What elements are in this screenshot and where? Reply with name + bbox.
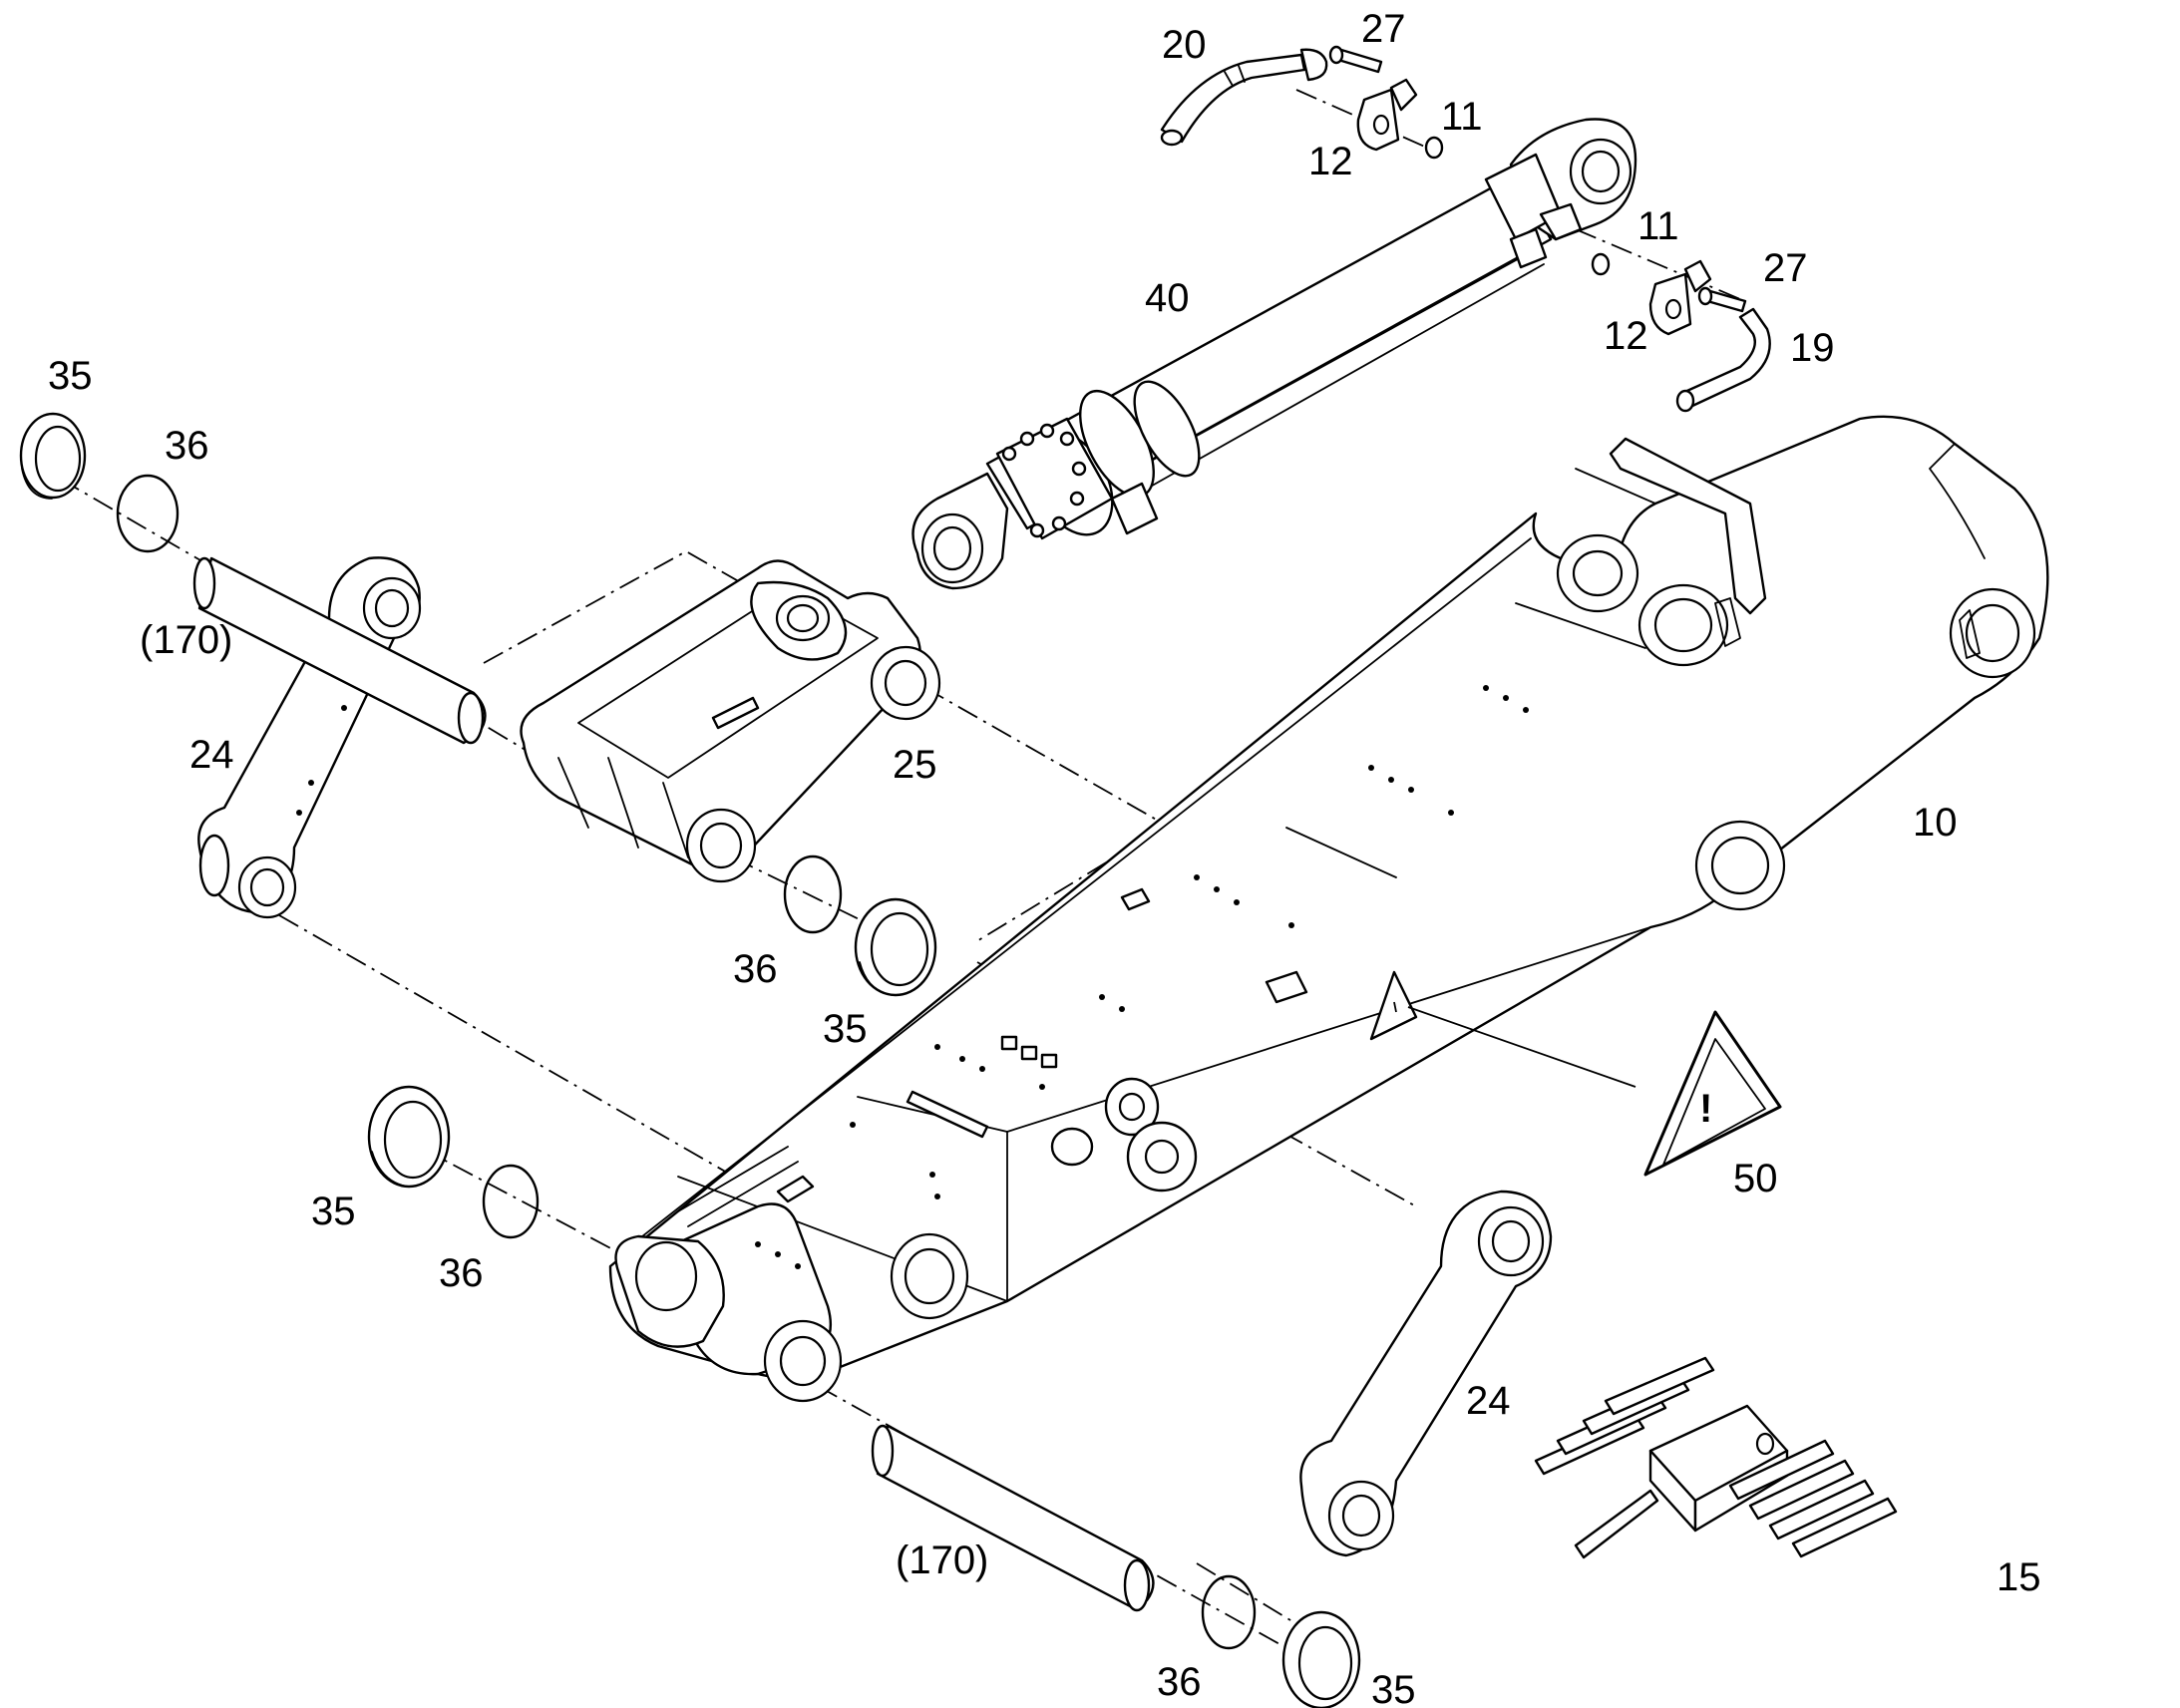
callout-27-right: 27 bbox=[1763, 246, 1808, 290]
callout-25: 25 bbox=[893, 743, 937, 787]
callout-11-top: 11 bbox=[1441, 95, 1483, 139]
link-part-24-lower bbox=[1299, 1190, 1553, 1557]
callout-35-lower-left: 35 bbox=[311, 1190, 356, 1233]
cylinder-part-40 bbox=[911, 118, 1637, 590]
callout-36-bottom: 36 bbox=[1157, 1660, 1202, 1704]
clamp-part-12-top bbox=[1356, 78, 1418, 152]
callout-12-right: 12 bbox=[1604, 314, 1648, 358]
ring-part-36-middle bbox=[783, 854, 843, 934]
warning-decal-small bbox=[1369, 970, 1636, 1088]
oring-part-11-top bbox=[1424, 136, 1444, 160]
callout-170-lower: (170) bbox=[896, 1538, 988, 1582]
callout-10: 10 bbox=[1913, 801, 1958, 845]
callout-15: 15 bbox=[1997, 1555, 2041, 1599]
coupler-part-25 bbox=[520, 559, 941, 883]
callout-40: 40 bbox=[1145, 276, 1190, 320]
seal-part-35-lower-left bbox=[367, 1085, 451, 1189]
boom-part-10 bbox=[608, 415, 2049, 1403]
callout-24-lower: 24 bbox=[1466, 1379, 1511, 1423]
callout-20: 20 bbox=[1162, 23, 1207, 67]
callout-27-top: 27 bbox=[1361, 7, 1406, 51]
bolt-part-27-top bbox=[1328, 45, 1383, 74]
clamp-part-12-right bbox=[1648, 259, 1712, 336]
callout-170-upper: (170) bbox=[140, 618, 232, 662]
callout-36-middle: 36 bbox=[733, 947, 778, 991]
seal-part-35-bottom bbox=[1281, 1610, 1361, 1708]
warning-exclamation-icon: ! bbox=[1699, 1087, 1712, 1131]
callout-50: 50 bbox=[1733, 1157, 1778, 1200]
callout-36-top-left: 36 bbox=[165, 424, 209, 468]
boom-rivet-dots bbox=[755, 685, 1529, 1269]
callout-19: 19 bbox=[1790, 326, 1835, 370]
hose-part-20 bbox=[1160, 48, 1328, 147]
valve-block-part-15 bbox=[1534, 1356, 1898, 1559]
callout-35-top-left: 35 bbox=[48, 354, 93, 398]
ring-part-36-lower-left bbox=[482, 1164, 540, 1239]
seal-part-35-middle bbox=[854, 897, 937, 997]
seal-part-35-top-left bbox=[19, 412, 87, 500]
pin-part-170-upper bbox=[192, 556, 487, 745]
callout-24-upper: 24 bbox=[189, 733, 234, 777]
callout-12-top: 12 bbox=[1308, 140, 1353, 183]
warning-decal-part-50: ! bbox=[1643, 1010, 1782, 1177]
callout-35-middle: 35 bbox=[823, 1007, 868, 1051]
oring-part-11-right bbox=[1591, 252, 1611, 276]
callout-11-right: 11 bbox=[1637, 204, 1679, 248]
ring-part-36-top-left bbox=[116, 474, 180, 553]
bolt-part-27-right bbox=[1697, 286, 1747, 313]
hose-part-19 bbox=[1675, 307, 1771, 413]
callout-labels: 20 27 11 12 40 11 27 12 19 35 36 (170) 2… bbox=[48, 7, 2041, 1708]
cylinder-flange-bolts bbox=[1001, 423, 1087, 538]
ring-part-36-bottom bbox=[1201, 1574, 1257, 1650]
callout-35-bottom: 35 bbox=[1371, 1668, 1416, 1708]
pin-part-170-lower bbox=[871, 1424, 1155, 1612]
callout-36-lower-left: 36 bbox=[439, 1251, 484, 1295]
